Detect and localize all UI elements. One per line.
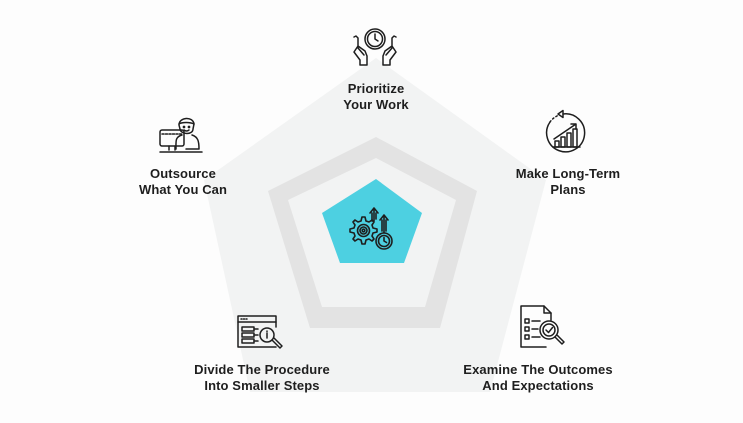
item-prioritize-label: Prioritize Your Work	[343, 81, 408, 113]
item-outsource-label: Outsource What You Can	[139, 166, 227, 198]
label-line-1: Make Long-Term	[515, 166, 621, 181]
item-divide-label: Divide The Procedure Into Smaller Steps	[194, 362, 330, 394]
item-examine-label: Examine The Outcomes And Expectations	[463, 362, 612, 394]
hands-holding-clock-icon	[350, 26, 400, 68]
document-checklist-magnifier-icon	[518, 303, 568, 353]
label-line-2: Into Smaller Steps	[204, 378, 320, 393]
label-line-2: Your Work	[343, 97, 409, 112]
label-line-1: Prioritize	[347, 81, 405, 96]
gears-with-arrows-and-clock-icon	[346, 203, 396, 253]
label-line-2: And Expectations	[482, 378, 594, 393]
label-line-1: Examine The Outcomes	[463, 362, 613, 377]
browser-info-magnifier-icon	[236, 313, 288, 353]
growth-chart-cycle-icon	[542, 109, 592, 157]
label-line-2: What You Can	[138, 182, 228, 197]
label-line-1: Divide The Procedure	[194, 362, 330, 377]
label-line-1: Outsource	[150, 166, 216, 181]
item-long-term-label: Make Long-Term Plans	[516, 166, 620, 198]
person-at-computer-icon	[158, 113, 208, 157]
label-line-2: Plans	[550, 182, 586, 197]
